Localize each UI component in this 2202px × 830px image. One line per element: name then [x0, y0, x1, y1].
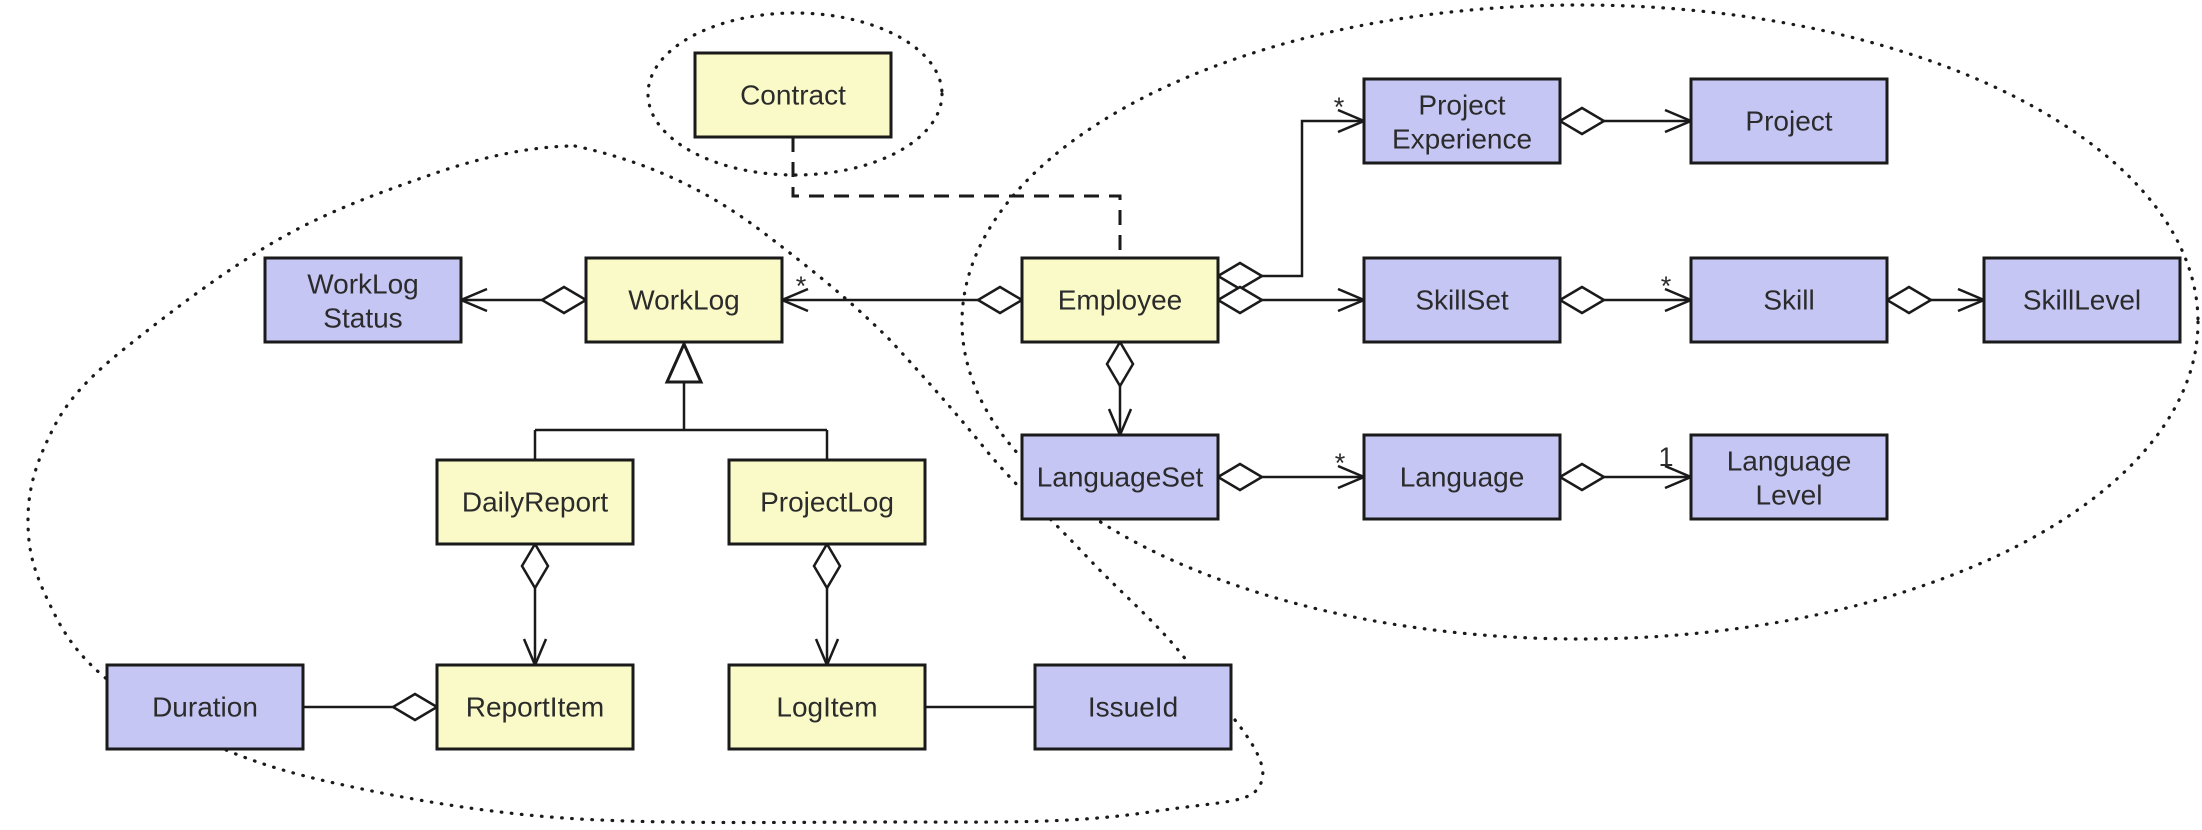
class-label: Contract [740, 80, 846, 111]
class-box [1689, 77, 1889, 165]
multiplicity-label-language: * [1335, 448, 1346, 478]
class-box [1033, 663, 1233, 751]
open-diamond [1215, 285, 1265, 315]
class-label: LogItem [776, 692, 877, 723]
worklog-cluster-boundary [26, 144, 1265, 825]
class-box [1020, 256, 1220, 344]
class-label: Project [1745, 106, 1832, 137]
class-node-duration[interactable]: Duration [105, 663, 305, 751]
class-node-project[interactable]: Project [1689, 77, 1889, 165]
class-label-line1: WorkLog [307, 269, 419, 300]
contract-boundary [646, 11, 944, 177]
multiplicity-label-worklog: * [796, 271, 807, 301]
class-node-employee[interactable]: Employee [1020, 256, 1220, 344]
class-label: Duration [152, 692, 258, 723]
edge-employee-worklog-aggregation [778, 285, 1025, 315]
class-node-worklog[interactable]: WorkLog [584, 256, 784, 344]
edge-skillset-skill-composition [1557, 285, 1695, 315]
class-label: SkillSet [1415, 285, 1509, 316]
filled-diamond [1557, 106, 1607, 136]
multiplicity-label-project-experience: * [1334, 92, 1345, 122]
class-label: ProjectLog [760, 487, 894, 518]
class-box [1020, 433, 1220, 521]
edge-employee-languageset-aggregation [1105, 339, 1135, 439]
open-diamond [1215, 261, 1265, 291]
class-box [435, 458, 635, 546]
edge-line [533, 382, 829, 460]
class-node-daily-report[interactable]: DailyReport [435, 458, 635, 546]
class-label: IssueId [1088, 692, 1178, 723]
multiplicity-label-language-level: 1 [1658, 442, 1673, 472]
class-label-line2: Experience [1392, 124, 1532, 155]
class-label: SkillLevel [2023, 285, 2141, 316]
class-label: WorkLog [628, 285, 740, 316]
class-node-skill-level[interactable]: SkillLevel [1982, 256, 2182, 344]
employee-cluster-boundary [960, 3, 2200, 641]
filled-diamond [520, 541, 550, 591]
class-label: DailyReport [462, 487, 608, 518]
class-box [105, 663, 305, 751]
edge-reportitem-duration-composition [303, 692, 440, 722]
class-label: Employee [1058, 285, 1183, 316]
class-box [1982, 256, 2182, 344]
class-node-language[interactable]: Language [1362, 433, 1562, 521]
class-label-line1: Project [1418, 90, 1505, 121]
generalization-triangle [664, 340, 704, 384]
class-node-project-experience[interactable]: Project Experience [1362, 77, 1562, 165]
edge-employee-skillset-aggregation [1215, 285, 1368, 315]
edge-contract-employee-dependency [791, 137, 1122, 258]
class-box [1689, 433, 1889, 521]
filled-diamond [1557, 462, 1607, 492]
class-box [1362, 433, 1562, 521]
filled-diamond [390, 692, 440, 722]
class-node-skill[interactable]: Skill [1689, 256, 1889, 344]
class-box [1362, 77, 1562, 165]
class-box [1689, 256, 1889, 344]
class-box [727, 663, 927, 751]
filled-diamond [1884, 285, 1934, 315]
class-node-project-log[interactable]: ProjectLog [727, 458, 927, 546]
class-label-line2: Status [323, 303, 402, 334]
class-label: Language [1400, 462, 1525, 493]
edge-projectexperience-project-composition [1557, 106, 1695, 136]
class-node-log-item[interactable]: LogItem [727, 663, 927, 751]
class-label: ReportItem [466, 692, 605, 723]
class-box [727, 458, 927, 546]
open-diamond [1105, 339, 1135, 389]
class-label: Skill [1763, 285, 1814, 316]
multiplicity-label-skill: * [1661, 271, 1672, 301]
class-node-report-item[interactable]: ReportItem [435, 663, 635, 751]
class-box [1362, 256, 1562, 344]
class-box [435, 663, 635, 751]
class-node-language-set[interactable]: LanguageSet [1020, 433, 1220, 521]
class-node-issue-id[interactable]: IssueId [1033, 663, 1233, 751]
class-box [584, 256, 784, 344]
edge-skill-skilllevel-composition [1884, 285, 1988, 315]
filled-diamond [1215, 462, 1265, 492]
filled-diamond [812, 541, 842, 591]
edge-line [791, 137, 1122, 258]
edge-projectlog-logitem-composition [812, 541, 842, 669]
class-node-language-level[interactable]: Language Level [1689, 433, 1889, 521]
filled-diamond [1557, 285, 1607, 315]
edge-worklog-worklogstatus-composition [457, 285, 589, 315]
edge-dailyreport-reportitem-composition [520, 541, 550, 669]
class-label: LanguageSet [1037, 462, 1204, 493]
class-box [263, 256, 463, 344]
edge-employee-projectexperience-aggregation [1215, 108, 1368, 291]
edge-generalization-worklog [533, 340, 829, 460]
edge-line [1262, 119, 1364, 278]
class-label-line2: Level [1756, 480, 1823, 511]
open-diamond [975, 285, 1025, 315]
class-box [693, 51, 893, 139]
class-node-contract[interactable]: Contract [693, 51, 893, 139]
class-node-worklog-status[interactable]: WorkLog Status [263, 256, 463, 344]
class-label-line1: Language [1727, 446, 1852, 477]
filled-diamond [539, 285, 589, 315]
class-node-skillset[interactable]: SkillSet [1362, 256, 1562, 344]
